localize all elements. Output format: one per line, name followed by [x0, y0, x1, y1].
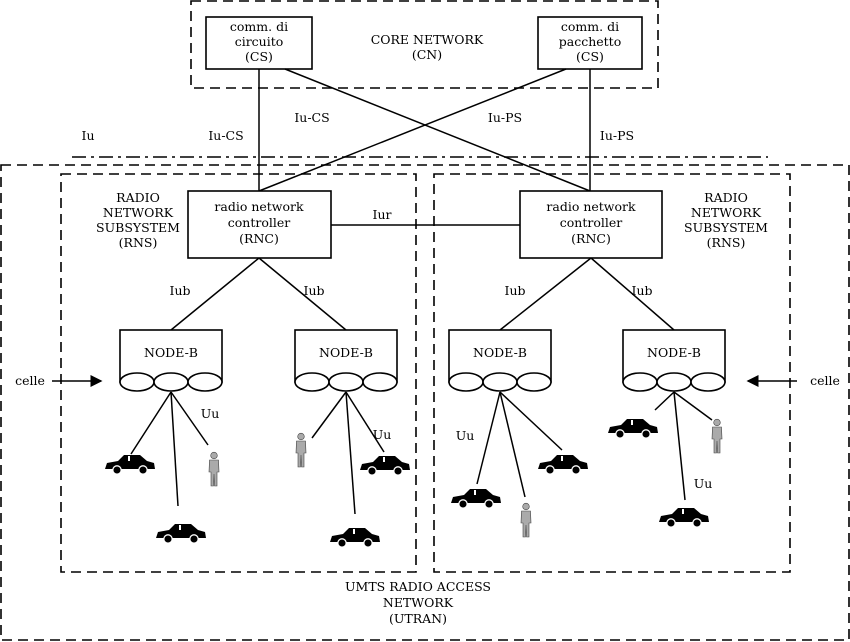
utran-line-2: NETWORK — [383, 595, 454, 610]
iub-label-1: Iub — [170, 283, 191, 298]
antenna-sector-icon — [690, 372, 726, 392]
iur-label: Iur — [373, 207, 392, 222]
node-b-2: NODE-B — [294, 329, 398, 392]
radio-link — [311, 391, 347, 439]
radio-link — [499, 391, 563, 451]
car-icon — [329, 527, 381, 548]
radio-link — [170, 391, 179, 507]
car-icon — [607, 418, 659, 439]
radio-link — [499, 391, 526, 498]
car-icon — [155, 523, 207, 544]
antenna-sector-icon — [187, 372, 223, 392]
car-icon — [450, 488, 502, 509]
antenna-sector-icon — [622, 372, 658, 392]
rns-left-line-1: RADIO — [116, 190, 160, 205]
iub-label-2: Iub — [304, 283, 325, 298]
rnc-left-line-1: radio network — [214, 199, 304, 214]
iub-link-1 — [170, 257, 260, 331]
rnc-right-box — [519, 190, 663, 259]
iu-ps-cross-label: Iu-PS — [488, 110, 522, 125]
rnc-left-line-2: controller — [228, 215, 290, 230]
cs-switch-line-1: comm. di — [230, 19, 288, 34]
radio-link — [345, 391, 385, 453]
core-network-title: CORE NETWORK — [371, 32, 484, 47]
iu-cs-label: Iu-CS — [208, 128, 243, 143]
rnc-left-line-3: (RNC) — [239, 231, 279, 246]
ps-switch-box — [537, 16, 643, 70]
node-b-4: NODE-B — [622, 329, 726, 392]
rns-left-line-3: SUBSYSTEM — [96, 220, 180, 235]
utran-line-3: (UTRAN) — [389, 611, 447, 626]
core-network-boundary — [190, 0, 659, 89]
rns-left-line-2: NETWORK — [103, 205, 174, 220]
radio-link — [130, 391, 172, 455]
rnc-right-line-3: (RNC) — [571, 231, 611, 246]
radio-link — [654, 391, 675, 411]
node-b-label: NODE-B — [647, 345, 701, 360]
rns-right-line-4: (RNS) — [707, 235, 746, 250]
uu-label-3: Uu — [456, 428, 475, 443]
iu-label: Iu — [82, 128, 95, 143]
uu-label-2: Uu — [373, 427, 392, 442]
rns-right-boundary — [433, 173, 791, 573]
node-b-label: NODE-B — [144, 345, 198, 360]
node-b-label: NODE-B — [473, 345, 527, 360]
rns-right-line-2: NETWORK — [691, 205, 762, 220]
uu-label-1: Uu — [201, 406, 220, 421]
rns-left-line-4: (RNS) — [119, 235, 158, 250]
person-icon — [208, 451, 220, 487]
ps-switch-line-3: (CS) — [576, 49, 604, 64]
iu-cs-link-cross — [284, 68, 591, 192]
cs-switch-line-2: circuito — [235, 34, 284, 49]
iub-label-3: Iub — [505, 283, 526, 298]
node-b-1: NODE-B — [119, 329, 223, 392]
rns-left-boundary — [60, 173, 417, 573]
node-b-label: NODE-B — [319, 345, 373, 360]
car-icon — [537, 454, 589, 475]
car-icon — [104, 454, 156, 475]
iub-link-3 — [499, 257, 592, 331]
car-icon — [658, 507, 710, 528]
antenna-sector-icon — [153, 372, 189, 392]
radio-link — [476, 391, 501, 485]
antenna-sector-icon — [448, 372, 484, 392]
rnc-right-line-1: radio network — [546, 199, 636, 214]
antenna-sector-icon — [119, 372, 155, 392]
ps-switch-line-2: pacchetto — [559, 34, 621, 49]
uu-label-4: Uu — [694, 476, 713, 491]
core-network-abbrev: (CN) — [412, 47, 442, 62]
person-icon — [295, 432, 307, 468]
cs-switch-line-3: (CS) — [245, 49, 273, 64]
radio-link — [345, 391, 356, 515]
person-icon — [520, 502, 532, 538]
antenna-sector-icon — [482, 372, 518, 392]
cells-label-right: celle — [810, 373, 840, 388]
iub-link-4 — [590, 257, 675, 331]
radio-link — [170, 391, 209, 446]
antenna-sector-icon — [328, 372, 364, 392]
iu-cs-cross-label: Iu-CS — [294, 110, 329, 125]
antenna-sector-icon — [656, 372, 692, 392]
antenna-sector-icon — [516, 372, 552, 392]
car-icon — [359, 455, 411, 476]
iu-ps-link-cross — [258, 68, 567, 192]
antenna-sector-icon — [362, 372, 398, 392]
iub-link-2 — [258, 257, 347, 331]
utran-line-1: UMTS RADIO ACCESS — [345, 579, 491, 594]
iub-label-4: Iub — [632, 283, 653, 298]
rnc-left-box — [187, 190, 332, 259]
antenna-sector-icon — [294, 372, 330, 392]
ps-switch-line-1: comm. di — [561, 19, 619, 34]
rns-right-line-1: RADIO — [704, 190, 748, 205]
rnc-right-line-2: controller — [560, 215, 622, 230]
radio-link — [673, 391, 686, 501]
cells-label-left: celle — [15, 373, 45, 388]
iu-ps-label: Iu-PS — [600, 128, 634, 143]
rns-right-line-3: SUBSYSTEM — [684, 220, 768, 235]
node-b-3: NODE-B — [448, 329, 552, 392]
utran-boundary — [0, 164, 850, 641]
radio-link — [673, 391, 713, 421]
person-icon — [711, 418, 723, 454]
